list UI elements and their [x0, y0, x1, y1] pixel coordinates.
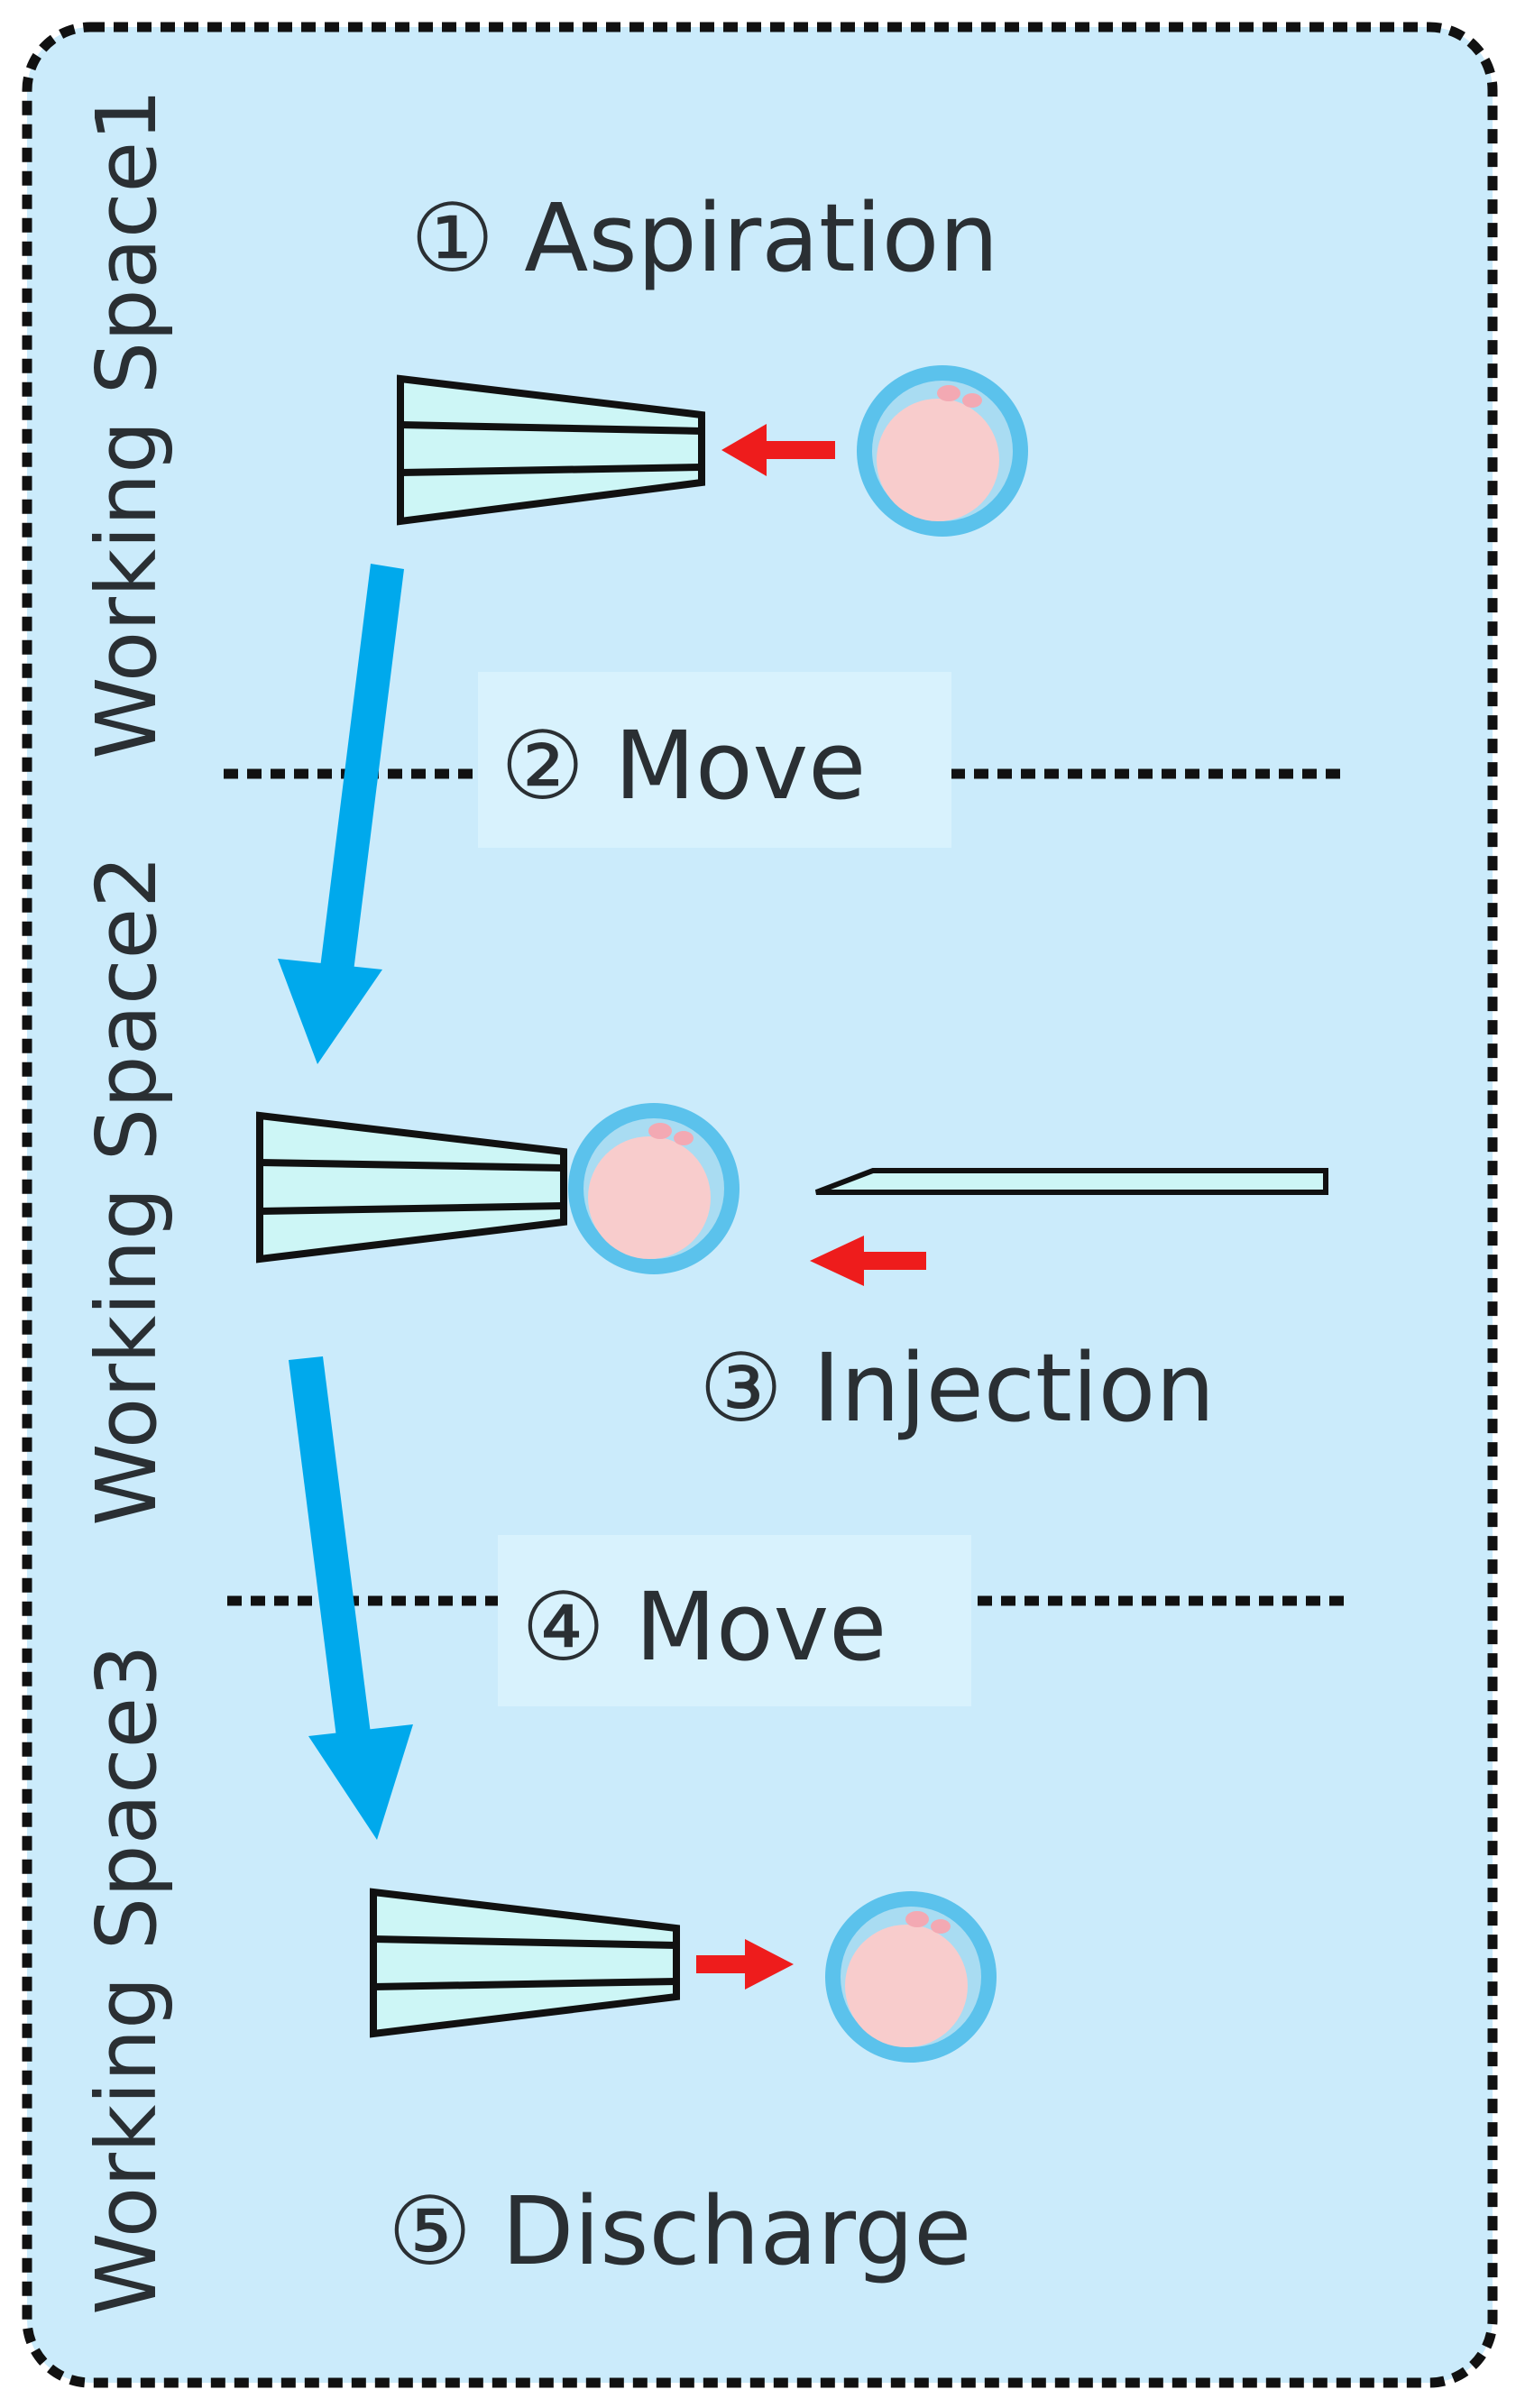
oocyte-2	[568, 1103, 740, 1274]
oocyte-3	[825, 1891, 997, 2063]
step-3-label: ③ Injection	[699, 1333, 1215, 1443]
working-space-2-label: Working Space2	[78, 855, 175, 1525]
working-space-1-label: Working Space1	[78, 88, 175, 758]
step-5-label: ⑤ Discharge	[388, 2176, 971, 2286]
injection-needle	[814, 1168, 1328, 1195]
step-1-label: ① Aspiration	[410, 183, 998, 293]
oocyte-1	[857, 365, 1028, 537]
holding-pipette-1	[397, 374, 705, 526]
motion-arrow-aspirate	[721, 424, 835, 476]
step-4-label: ④ Move	[521, 1572, 887, 1682]
panel-background	[22, 22, 1498, 2388]
flow-arrow-2	[289, 1356, 413, 1840]
motion-arrow-discharge	[696, 1939, 794, 1990]
step-2-label: ② Move	[501, 711, 866, 821]
working-space-3-label: Working Space3	[78, 1644, 175, 2314]
move-label-bg-2	[498, 1535, 971, 1706]
holding-pipette-2	[256, 1111, 567, 1264]
flow-arrow-1	[278, 564, 404, 1064]
motion-arrow-inject	[810, 1236, 926, 1286]
move-label-bg-1	[478, 672, 951, 848]
holding-pipette-3	[370, 1888, 680, 2038]
